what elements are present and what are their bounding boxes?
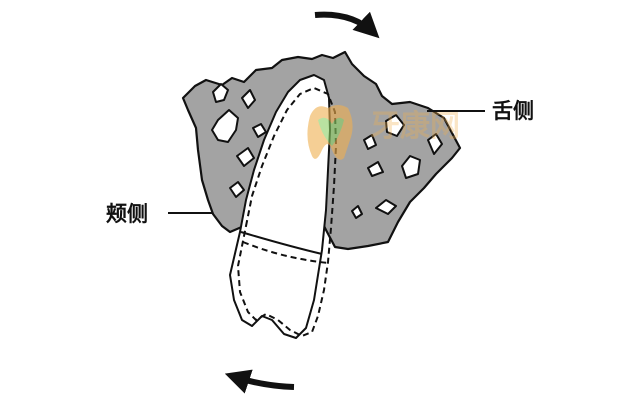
rotation-arrow-top bbox=[314, 11, 380, 39]
tooth-logo-icon bbox=[307, 105, 353, 160]
tooth-outline-dashed bbox=[237, 87, 337, 337]
cej-line-solid bbox=[240, 231, 323, 255]
marrow-space bbox=[241, 89, 256, 109]
marrow-space bbox=[401, 155, 421, 179]
marrow-space bbox=[351, 205, 363, 219]
marrow-space bbox=[363, 134, 377, 150]
watermark-text: 牙康网 bbox=[370, 109, 460, 144]
marrow-space bbox=[385, 114, 405, 137]
marrow-space bbox=[252, 123, 267, 138]
buccal-label: 颊侧 bbox=[106, 202, 148, 226]
marrow-space bbox=[229, 181, 245, 198]
marrow-space bbox=[211, 109, 239, 143]
marrow-space bbox=[427, 133, 443, 155]
marrow-space bbox=[375, 199, 397, 215]
lingual-label: 舌侧 bbox=[492, 99, 534, 123]
marrow-space bbox=[367, 161, 384, 177]
watermark: 牙康网 bbox=[307, 105, 460, 160]
marrow-space bbox=[212, 83, 229, 103]
cej-line-dashed bbox=[242, 241, 329, 264]
tooth-outline-solid bbox=[229, 74, 331, 339]
marrow-spaces bbox=[211, 83, 443, 219]
rotation-arrow-bottom bbox=[224, 369, 295, 394]
marrow-space bbox=[236, 147, 255, 167]
